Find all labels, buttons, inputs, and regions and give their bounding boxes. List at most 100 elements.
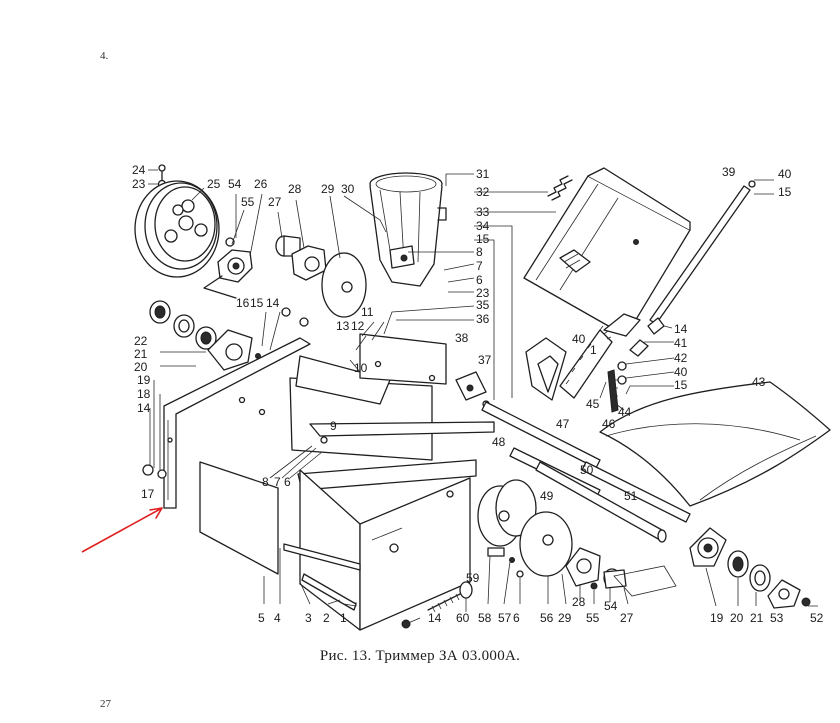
callout-7: 7 [274, 475, 281, 489]
callout-59: 59 [466, 571, 480, 585]
discs-49-56 [477, 479, 573, 577]
flange-bearing-top [203, 237, 253, 299]
callout-33: 33 [476, 205, 490, 219]
callout-1: 1 [340, 611, 347, 625]
control-rod-39 [607, 180, 756, 413]
callout-22: 22 [134, 334, 148, 348]
rods-1-4 [283, 543, 361, 611]
spring-32 [547, 175, 573, 201]
callout-31: 31 [476, 167, 490, 181]
callout-20: 20 [134, 360, 148, 374]
callout-29: 29 [558, 611, 572, 625]
callout-11: 11 [361, 305, 374, 319]
callout-4: 4 [274, 611, 281, 625]
callout-60: 60 [456, 611, 470, 625]
callout-2: 2 [323, 611, 330, 625]
callout-19: 19 [137, 373, 151, 387]
red-arrow-icon [81, 507, 163, 553]
callout-47: 47 [556, 417, 570, 431]
callout-8: 8 [262, 475, 269, 489]
callout-14: 14 [266, 296, 280, 310]
callout-55: 55 [586, 611, 600, 625]
pulley-group [134, 164, 220, 278]
callout-34: 34 [476, 219, 490, 233]
callout-54: 54 [604, 599, 618, 613]
callout-15: 15 [778, 185, 792, 199]
panel-5 [199, 461, 279, 575]
callout-5: 5 [258, 611, 265, 625]
callout-30: 30 [341, 182, 355, 196]
callout-15: 15 [674, 378, 688, 392]
callout-16: 16 [236, 296, 250, 310]
callout-6: 6 [284, 475, 291, 489]
callout-52: 52 [810, 611, 824, 625]
callout-17: 17 [141, 487, 155, 501]
corner-mark-bottom: 27 [100, 698, 111, 710]
callout-29: 29 [321, 182, 335, 196]
figure-caption: Рис. 13. Триммер ЗА 03.000А. [319, 648, 521, 664]
callout-1: 1 [590, 343, 597, 357]
callout-37: 37 [478, 353, 492, 367]
callout-15: 15 [250, 296, 264, 310]
callout-45: 45 [586, 397, 600, 411]
corner-mark-top: 4. [100, 50, 109, 62]
bearing-set-left [149, 300, 253, 371]
callout-23: 23 [476, 286, 490, 300]
shaft-block-27-28 [275, 235, 327, 281]
callout-24: 24 [132, 163, 146, 177]
callout-41: 41 [674, 336, 688, 350]
disc-29 [321, 252, 367, 318]
callout-20: 20 [730, 611, 744, 625]
bolt-60 [401, 581, 473, 629]
shafts [481, 401, 691, 543]
callout-44: 44 [618, 405, 632, 419]
frame-body [289, 355, 495, 631]
callout-28: 28 [572, 595, 586, 609]
frame-left-plate [163, 337, 311, 509]
hopper-30-31 [369, 172, 447, 287]
leader-lines [148, 169, 818, 625]
callout-51: 51 [624, 489, 638, 503]
callout-55: 55 [241, 195, 255, 209]
callout-21: 21 [134, 347, 148, 361]
callout-56: 56 [540, 611, 554, 625]
callout-40: 40 [572, 332, 586, 346]
callout-40: 40 [674, 365, 688, 379]
callout-46: 46 [602, 417, 616, 431]
callout-19: 19 [710, 611, 724, 625]
callout-42: 42 [674, 351, 688, 365]
callout-40: 40 [778, 167, 792, 181]
callout-21: 21 [750, 611, 764, 625]
callout-14: 14 [137, 401, 151, 415]
callout-43: 43 [752, 375, 766, 389]
bracket-37-38 [455, 371, 490, 408]
callout-28: 28 [288, 182, 302, 196]
deflector-and-sector [525, 325, 613, 401]
callout-18: 18 [137, 387, 151, 401]
callout-7: 7 [476, 259, 483, 273]
callout-14: 14 [428, 611, 442, 625]
bearing-set-right [689, 527, 811, 609]
callout-48: 48 [492, 435, 506, 449]
callout-27: 27 [620, 611, 634, 625]
callout-6: 6 [476, 273, 483, 287]
callout-12: 12 [351, 319, 365, 333]
callout-32: 32 [476, 185, 490, 199]
callout-36: 36 [476, 312, 490, 326]
callout-27: 27 [268, 195, 282, 209]
callout-25: 25 [207, 177, 221, 191]
callout-23: 23 [132, 177, 146, 191]
callout-10: 10 [354, 361, 368, 375]
callout-8: 8 [476, 245, 483, 259]
callout-35: 35 [476, 298, 490, 312]
callout-53: 53 [770, 611, 784, 625]
curved-guard-43 [599, 381, 831, 507]
callout-57: 57 [498, 611, 512, 625]
callout-6: 6 [513, 611, 520, 625]
frame-right-plate [359, 333, 447, 385]
small-parts-left [142, 307, 328, 479]
bottom-flange [565, 547, 627, 590]
